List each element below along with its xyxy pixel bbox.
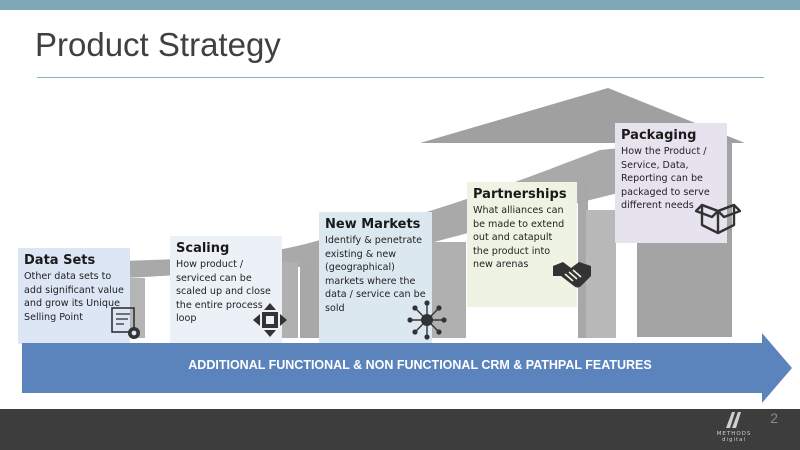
slide-footer bbox=[0, 409, 800, 450]
card-title: Packaging bbox=[621, 128, 697, 143]
card-description: Other data sets to add significant value… bbox=[24, 271, 124, 323]
card-partnerships: Partnerships What alliances can be made … bbox=[467, 182, 591, 307]
card-scaling: Scaling How product / serviced can be sc… bbox=[170, 236, 287, 344]
title-underline bbox=[37, 77, 764, 78]
card-description: How the Product / Service, Data, Reporti… bbox=[621, 146, 710, 212]
card-data-sets: Data Sets Other data sets to add signifi… bbox=[18, 248, 140, 344]
card-title: Partnerships bbox=[473, 187, 567, 202]
logo-text-line1: METHODS bbox=[716, 431, 752, 437]
methods-digital-logo: METHODS digital bbox=[712, 406, 756, 446]
card-title: Data Sets bbox=[24, 253, 96, 268]
card-new-markets: New Markets Identify & penetrate existin… bbox=[319, 212, 447, 343]
open-box-icon bbox=[695, 203, 741, 235]
card-packaging: Packaging How the Product / Service, Dat… bbox=[615, 123, 741, 243]
network-hub-icon bbox=[407, 300, 447, 340]
handshake-icon bbox=[553, 262, 591, 288]
logo-mark-icon bbox=[726, 412, 741, 428]
card-description: How product / serviced can be scaled up … bbox=[176, 259, 271, 325]
card-title: Scaling bbox=[176, 241, 230, 256]
card-description: What alliances can be made to extend out… bbox=[473, 205, 565, 271]
slide-title: Product Strategy bbox=[35, 26, 281, 63]
data-gear-icon bbox=[111, 307, 140, 339]
card-title: New Markets bbox=[325, 217, 421, 232]
card-description: Identify & penetrate existing & new (geo… bbox=[325, 235, 426, 314]
logo-text-line2: digital bbox=[721, 437, 747, 443]
top-accent-bar bbox=[0, 0, 800, 10]
expand-arrows-icon bbox=[253, 303, 287, 337]
features-banner-label: ADDITIONAL FUNCTIONAL & NON FUNCTIONAL C… bbox=[188, 358, 652, 372]
page-number: 2 bbox=[770, 410, 778, 426]
